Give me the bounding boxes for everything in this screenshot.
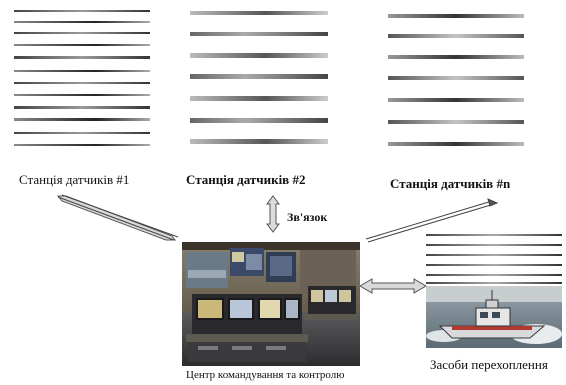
station-1-label: Станція датчиків #1 [19,172,130,187]
arrow-center-to-interception [359,278,427,294]
interception-boat-photo [426,286,562,348]
arrow-station2-to-center [266,195,280,233]
interception-stripes-image [426,232,562,286]
sensor-station-n-image [388,12,524,154]
station-n-label: Станція датчиків #n [390,176,511,191]
command-center-photo [182,242,360,366]
arrow-station-n-to-center [487,198,499,207]
sensor-station-1-image [14,8,150,150]
command-center-label: Центр командування та контролю [186,369,345,381]
interception-label: Засоби перехоплення [430,357,548,372]
link-label: Зв'язок [287,210,328,224]
station-2-label: Станція датчиків #2 [186,172,306,187]
arrow-station1-to-center [56,195,176,241]
sensor-station-2-image [190,8,328,150]
